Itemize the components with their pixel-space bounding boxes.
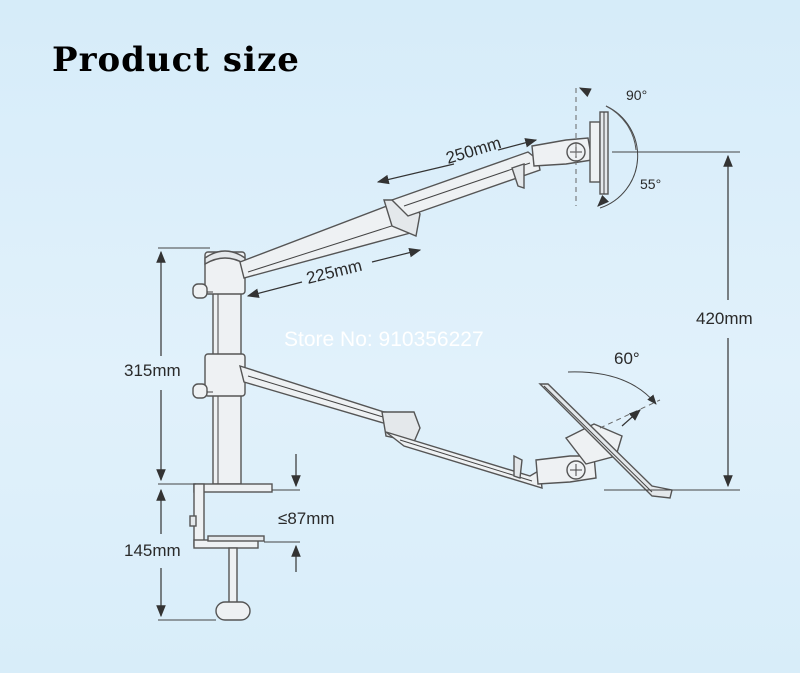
dimension-420mm xyxy=(604,154,740,491)
angle-label-55: 55° xyxy=(640,176,661,192)
page-title: Product size xyxy=(52,40,300,80)
monitor-mount-head xyxy=(531,111,609,195)
pole-top-cap xyxy=(192,250,246,299)
dimension-250mm xyxy=(376,138,538,185)
angle-label-60: 60° xyxy=(614,349,640,368)
laptop-tray xyxy=(535,383,673,499)
label-87mm: ≤87mm xyxy=(278,509,335,528)
label-225mm: 225mm xyxy=(304,256,364,288)
monitor-rotation-arc xyxy=(575,87,740,209)
laptop-tilt-arc xyxy=(567,371,661,429)
label-315mm: 315mm xyxy=(124,361,181,380)
dimension-145mm xyxy=(156,488,216,621)
dimension-315mm xyxy=(156,247,210,485)
lower-arm-outer xyxy=(385,431,543,489)
desk-clamp xyxy=(189,483,273,621)
pole-mid-collar xyxy=(192,353,246,399)
angle-label-90: 90° xyxy=(626,87,647,103)
dimension-225mm xyxy=(246,247,422,298)
label-145mm: 145mm xyxy=(124,541,181,560)
label-420mm: 420mm xyxy=(696,309,753,328)
store-watermark: Store No: 910356227 xyxy=(284,328,484,351)
label-250mm: 250mm xyxy=(444,133,504,168)
dimension-87mm xyxy=(264,454,301,572)
